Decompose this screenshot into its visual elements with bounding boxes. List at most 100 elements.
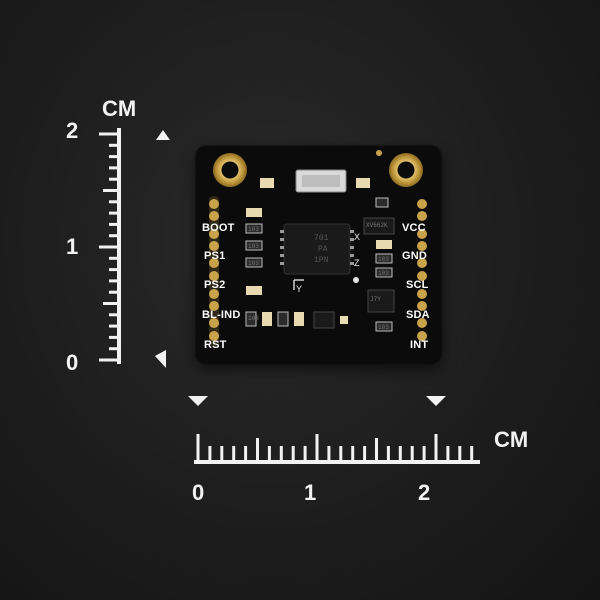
smd-resistor xyxy=(375,253,393,264)
vertical-tick xyxy=(109,256,121,260)
pin-label-bl-ind: BL-IND xyxy=(202,309,241,321)
pin-label-vcc: VCC xyxy=(402,222,426,234)
regulator-label: XV662K xyxy=(366,222,388,229)
smd-resistor xyxy=(375,197,389,208)
pin1-dot xyxy=(353,277,359,283)
pin-pad xyxy=(417,289,427,299)
pin-pad xyxy=(209,241,219,251)
axis-z-label: Z xyxy=(354,258,360,268)
horizontal-tick xyxy=(434,434,438,464)
horizontal-tick xyxy=(291,446,295,464)
smd-resistor xyxy=(245,257,263,268)
horizontal-tick xyxy=(256,438,259,464)
pin-pad xyxy=(209,271,219,281)
pin-pad xyxy=(209,318,219,328)
horizontal-marker-left-icon xyxy=(188,396,208,406)
axis-y-label: Y xyxy=(296,284,303,294)
chip-mark-2: PA xyxy=(318,245,328,254)
pin-pad xyxy=(209,331,219,341)
regulator xyxy=(363,217,395,235)
board-graphics xyxy=(209,150,427,346)
horizontal-tick xyxy=(303,446,307,464)
pin-pad xyxy=(417,258,427,268)
horizontal-label-0: 0 xyxy=(192,480,205,505)
pin-label-ps2: PS2 xyxy=(204,279,226,291)
transistor xyxy=(313,311,335,329)
smd-resistor xyxy=(375,267,393,278)
horizontal-ruler-ticks xyxy=(196,434,474,464)
pin-pad xyxy=(417,199,427,209)
connector-slot xyxy=(302,175,340,187)
horizontal-tick xyxy=(458,446,462,464)
horizontal-ruler xyxy=(188,396,480,464)
horizontal-tick xyxy=(410,446,414,464)
horizontal-tick xyxy=(339,446,343,464)
pin-pad xyxy=(209,289,219,299)
vertical-tick xyxy=(109,268,121,272)
smd-resistor xyxy=(245,240,263,251)
pin-pad xyxy=(209,301,219,311)
pin-pad xyxy=(417,271,427,281)
chip-mark-3: 1PN xyxy=(314,256,329,265)
pin-pad xyxy=(417,318,427,328)
pin-label-boot: BOOT xyxy=(202,222,235,234)
vertical-marker-bottom-icon xyxy=(155,350,166,368)
smd-resistor xyxy=(245,223,263,234)
horizontal-tick xyxy=(446,446,450,464)
horizontal-tick xyxy=(208,446,212,464)
horizontal-marker-right-icon xyxy=(426,396,446,406)
horizontal-label-1: 1 xyxy=(304,480,317,505)
pin-label-int: INT xyxy=(410,339,429,351)
horizontal-tick xyxy=(363,446,367,464)
vertical-ruler-unit: CM xyxy=(102,96,137,121)
axis-x-label: X xyxy=(354,232,361,242)
horizontal-ruler-unit: CM xyxy=(494,427,529,452)
vertical-label-2: 2 xyxy=(66,118,79,143)
smd-cap xyxy=(262,312,272,326)
r5-label: 103 xyxy=(378,270,389,277)
vertical-tick xyxy=(103,302,121,305)
vertical-tick xyxy=(109,177,121,181)
vertical-tick xyxy=(109,324,121,328)
mosfet xyxy=(367,289,395,313)
horizontal-tick xyxy=(232,446,236,464)
vertical-tick xyxy=(99,358,121,362)
pin-pad xyxy=(209,199,219,209)
mounting-hole-left xyxy=(213,153,247,187)
vertical-label-1: 1 xyxy=(66,234,79,259)
smd-cap xyxy=(294,312,304,326)
horizontal-tick xyxy=(470,446,474,464)
chip-leads xyxy=(280,230,354,265)
chip-mark-1: 701 xyxy=(314,234,329,243)
r6-label: 103 xyxy=(378,324,389,331)
pin-pad xyxy=(209,229,219,239)
pin-label-scl: SCL xyxy=(406,279,429,291)
vertical-tick xyxy=(103,189,121,192)
sensor-board: 701 PA 1PN X Z Y XV662K 103 103 103 103 … xyxy=(196,146,441,363)
vertical-tick xyxy=(109,279,121,283)
horizontal-tick xyxy=(220,446,224,464)
vertical-label-0: 0 xyxy=(66,350,79,375)
r3-label: 103 xyxy=(248,260,259,267)
smd-cap xyxy=(376,240,392,249)
horizontal-tick xyxy=(244,446,248,464)
pin-label-gnd: GND xyxy=(402,250,428,262)
smd-cap xyxy=(246,208,262,217)
horizontal-tick xyxy=(279,446,283,464)
pin-pad xyxy=(417,331,427,341)
pin-pad xyxy=(417,211,427,221)
pin-label-rst: RST xyxy=(204,339,227,351)
vertical-tick xyxy=(99,132,121,136)
vertical-tick xyxy=(109,290,121,294)
r7-label: 103 xyxy=(248,315,259,322)
horizontal-tick xyxy=(327,446,331,464)
smd-resistor xyxy=(375,321,393,332)
cap-component xyxy=(260,178,274,188)
r1-label: 103 xyxy=(248,226,259,233)
r2-label: 103 xyxy=(248,243,259,250)
smd-resistor xyxy=(277,311,289,327)
vertical-ruler xyxy=(99,128,170,368)
left-pin-header xyxy=(209,196,219,346)
pin-pad xyxy=(209,211,219,221)
